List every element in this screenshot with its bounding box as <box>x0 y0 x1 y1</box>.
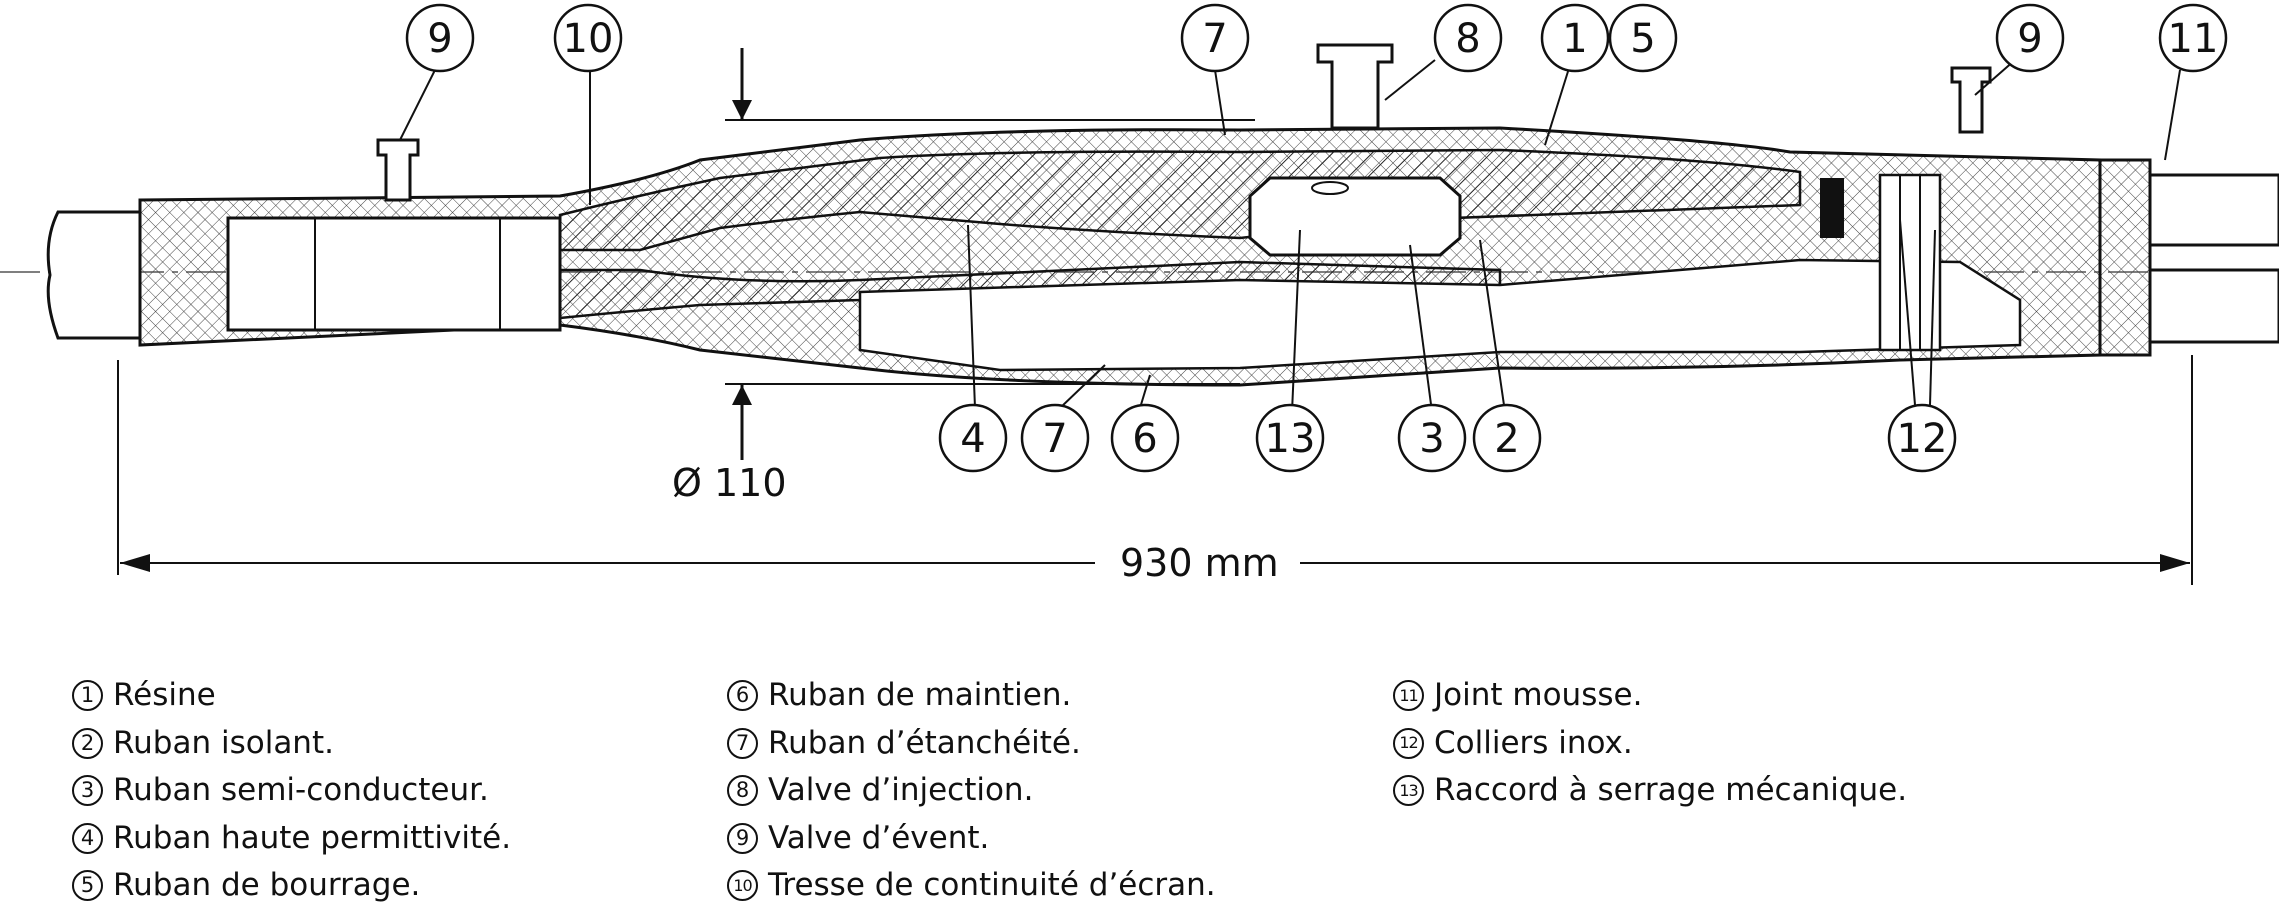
length-label: 930 mm <box>1120 541 1279 585</box>
legend-number: 13 <box>1393 775 1424 807</box>
upper-insulation <box>558 148 1802 252</box>
callout-3 <box>1397 403 1467 473</box>
callout-6-label: 6 <box>1132 416 1157 462</box>
callout-13-label: 13 <box>1265 416 1316 462</box>
legend-item: 10 Tresse de continuité d’écran. <box>727 862 1216 910</box>
legend-label: Tresse de continuité d’écran. <box>768 867 1216 903</box>
legend-number: 8 <box>727 775 758 807</box>
mechanical-connector <box>1248 176 1462 257</box>
left-cable <box>46 210 142 340</box>
legend-label: Colliers inox. <box>1434 724 1633 761</box>
callout-11 <box>2158 3 2228 73</box>
callout-9-left-label: 9 <box>427 16 452 62</box>
legend-item: 9 Valve d’évent. <box>727 815 1216 863</box>
callout-9-left <box>405 3 475 73</box>
legend-label: Ruban de bourrage. <box>113 867 421 903</box>
legend-number: 10 <box>727 870 758 902</box>
legend-number: 2 <box>72 727 103 759</box>
legend-number: 4 <box>72 822 103 854</box>
legend-number: 6 <box>727 680 758 712</box>
legend-column-3: 11 Joint mousse. 12 Colliers inox. 13 Racco… <box>1393 672 1907 815</box>
legend-item: 12 Colliers inox. <box>1393 720 1907 768</box>
right-cable-upper <box>2148 173 2279 247</box>
callout-4 <box>938 403 1008 473</box>
left-sleeve <box>226 216 562 332</box>
legend-label: Joint mousse. <box>1434 677 1643 713</box>
callout-2-label: 2 <box>1494 416 1519 462</box>
foam-joint <box>2098 158 2152 357</box>
legend-item: 3 Ruban semi-conducteur. <box>72 767 511 815</box>
callout-9-right-label: 9 <box>2017 16 2042 62</box>
legend-item: 13 Raccord à serrage mécanique. <box>1393 767 1907 815</box>
legend-item: 5 Ruban de bourrage. <box>72 862 511 910</box>
vent-valve-left <box>376 138 420 202</box>
callout-1 <box>1540 3 1610 73</box>
legend-number: 1 <box>72 680 103 712</box>
legend-number: 7 <box>727 727 758 759</box>
callout-11-label: 11 <box>2168 16 2219 62</box>
lower-conductor <box>858 258 2022 372</box>
callout-8-label: 8 <box>1455 16 1480 62</box>
callout-10 <box>553 3 623 73</box>
callout-7-top-label: 7 <box>1202 16 1227 62</box>
legend-label: Ruban de maintien. <box>768 677 1072 713</box>
vent-valve-right <box>1950 66 1992 134</box>
legend-label: Ruban d’étanchéité. <box>768 724 1081 761</box>
legend-item: 1 Résine <box>72 672 511 720</box>
injection-valve <box>1316 43 1394 130</box>
callout-1-label: 1 <box>1562 16 1587 62</box>
diameter-label: Ø 110 <box>672 461 787 505</box>
callout-9-right <box>1995 3 2065 73</box>
callout-5-label: 5 <box>1630 16 1655 62</box>
callout-6 <box>1110 403 1180 473</box>
legend-item: 7 Ruban d’étanchéité. <box>727 720 1216 768</box>
callout-2 <box>1472 403 1542 473</box>
callout-12 <box>1887 403 1957 473</box>
legend-item: 11 Joint mousse. <box>1393 672 1907 720</box>
legend-label: Ruban isolant. <box>113 724 334 761</box>
legend-item: 2 Ruban isolant. <box>72 720 511 768</box>
callout-10-label: 10 <box>563 16 614 62</box>
legend-column-1: 1 Résine 2 Ruban isolant. 3 Ruban semi-cond… <box>72 672 511 910</box>
legend-number: 5 <box>72 870 103 902</box>
callout-7-bottom-label: 7 <box>1042 416 1067 462</box>
callout-3-label: 3 <box>1419 416 1444 462</box>
callout-8 <box>1433 3 1503 73</box>
legend-label: Ruban haute permittivité. <box>113 819 512 856</box>
legend-item: 8 Valve d’injection. <box>727 767 1216 815</box>
legend-label: Valve d’évent. <box>768 819 990 856</box>
legend-number: 3 <box>72 775 103 807</box>
legend-column-2: 6 Ruban de maintien. 7 Ruban d’étanchéité.… <box>727 672 1216 910</box>
callout-7-top <box>1180 3 1250 73</box>
legend-label: Valve d’injection. <box>768 772 1034 808</box>
legend-number: 11 <box>1393 680 1424 712</box>
callout-5 <box>1608 3 1678 73</box>
callout-7-bottom <box>1020 403 1090 473</box>
right-seal-block <box>1820 178 1844 238</box>
callout-12-label: 12 <box>1897 416 1948 462</box>
legend-label: Ruban semi-conducteur. <box>113 772 489 808</box>
legend-item: 4 Ruban haute permittivité. <box>72 815 511 863</box>
callout-4-label: 4 <box>960 416 985 462</box>
legend-number: 12 <box>1393 727 1424 759</box>
legend-item: 6 Ruban de maintien. <box>727 672 1216 720</box>
legend-label: Résine <box>113 677 216 713</box>
callout-13 <box>1255 403 1325 473</box>
right-cable-lower <box>2148 268 2279 344</box>
legend-label: Raccord à serrage mécanique. <box>1434 772 1908 808</box>
legend-number: 9 <box>727 822 758 854</box>
